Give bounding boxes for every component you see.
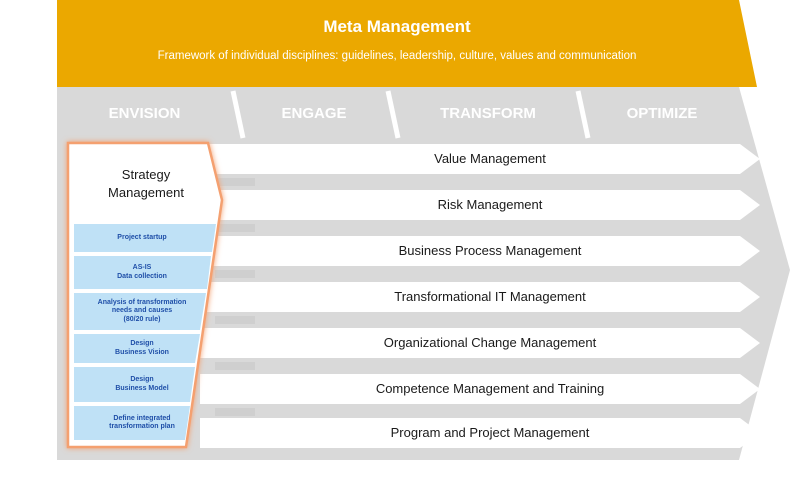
phase-engage: ENGAGE <box>281 105 347 122</box>
discipline-risk-management: Risk Management <box>437 197 543 212</box>
step-bg <box>74 367 195 402</box>
step-project-startup: Project startup <box>117 233 167 241</box>
discipline-organizational-change-management: Organizational Change Management <box>383 335 597 350</box>
stripe-accent <box>215 316 255 324</box>
step-analysis-transformation-needs: Analysis of transformation needs and cau… <box>97 298 187 323</box>
phase-divider <box>230 90 246 139</box>
stripe-accents <box>215 178 255 416</box>
step-backgrounds <box>74 224 216 440</box>
stripe-accent <box>215 362 255 370</box>
discipline-arrow-1 <box>200 144 760 174</box>
discipline-competence-management: Competence Management and Training <box>375 381 605 396</box>
discipline-arrow-5 <box>200 328 760 358</box>
discipline-arrow-6 <box>200 374 760 404</box>
header-title: Meta Management <box>323 17 471 36</box>
phase-dividers <box>230 90 591 139</box>
phase-transform: TRANSFORM <box>440 105 536 122</box>
step-design-business-model: Design Business Model <box>115 376 169 392</box>
meta-management-band <box>57 0 757 87</box>
phase-optimize: OPTIMIZE <box>626 105 698 122</box>
discipline-arrow-3 <box>200 236 760 266</box>
header: Meta Management Framework of individual … <box>57 0 737 87</box>
stripe-accent <box>215 270 255 278</box>
discipline-arrow-4 <box>200 282 760 312</box>
discipline-transformational-it-management: Transformational IT Management <box>394 289 586 304</box>
step-bg <box>74 406 190 440</box>
discipline-arrows <box>200 144 760 448</box>
step-as-is-data-collection: AS-IS Data collection <box>117 264 167 280</box>
discipline-value-management: Value Management <box>434 151 546 166</box>
header-subtitle: Framework of individual disciplines: gui… <box>157 50 637 62</box>
phase-divider <box>575 90 591 139</box>
step-bg <box>74 256 211 289</box>
discipline-program-project-management: Program and Project Management <box>390 425 590 440</box>
step-design-business-vision: Design Business Vision <box>115 340 169 356</box>
stripe-accent <box>215 408 255 416</box>
phase-divider <box>385 90 401 139</box>
discipline-arrow-2 <box>200 190 760 220</box>
phase-envision: ENVISION <box>108 105 181 122</box>
stripe-accent <box>215 178 255 186</box>
step-bg <box>74 224 216 252</box>
stripe-accent <box>215 224 255 232</box>
discipline-business-process-management: Business Process Management <box>398 243 582 258</box>
discipline-arrow-7 <box>200 418 760 448</box>
step-bg <box>74 293 206 330</box>
step-bg <box>74 334 200 363</box>
strategy-management-title: Strategy Management <box>108 167 184 200</box>
step-define-transformation-plan: Define integrated transformation plan <box>109 414 175 431</box>
